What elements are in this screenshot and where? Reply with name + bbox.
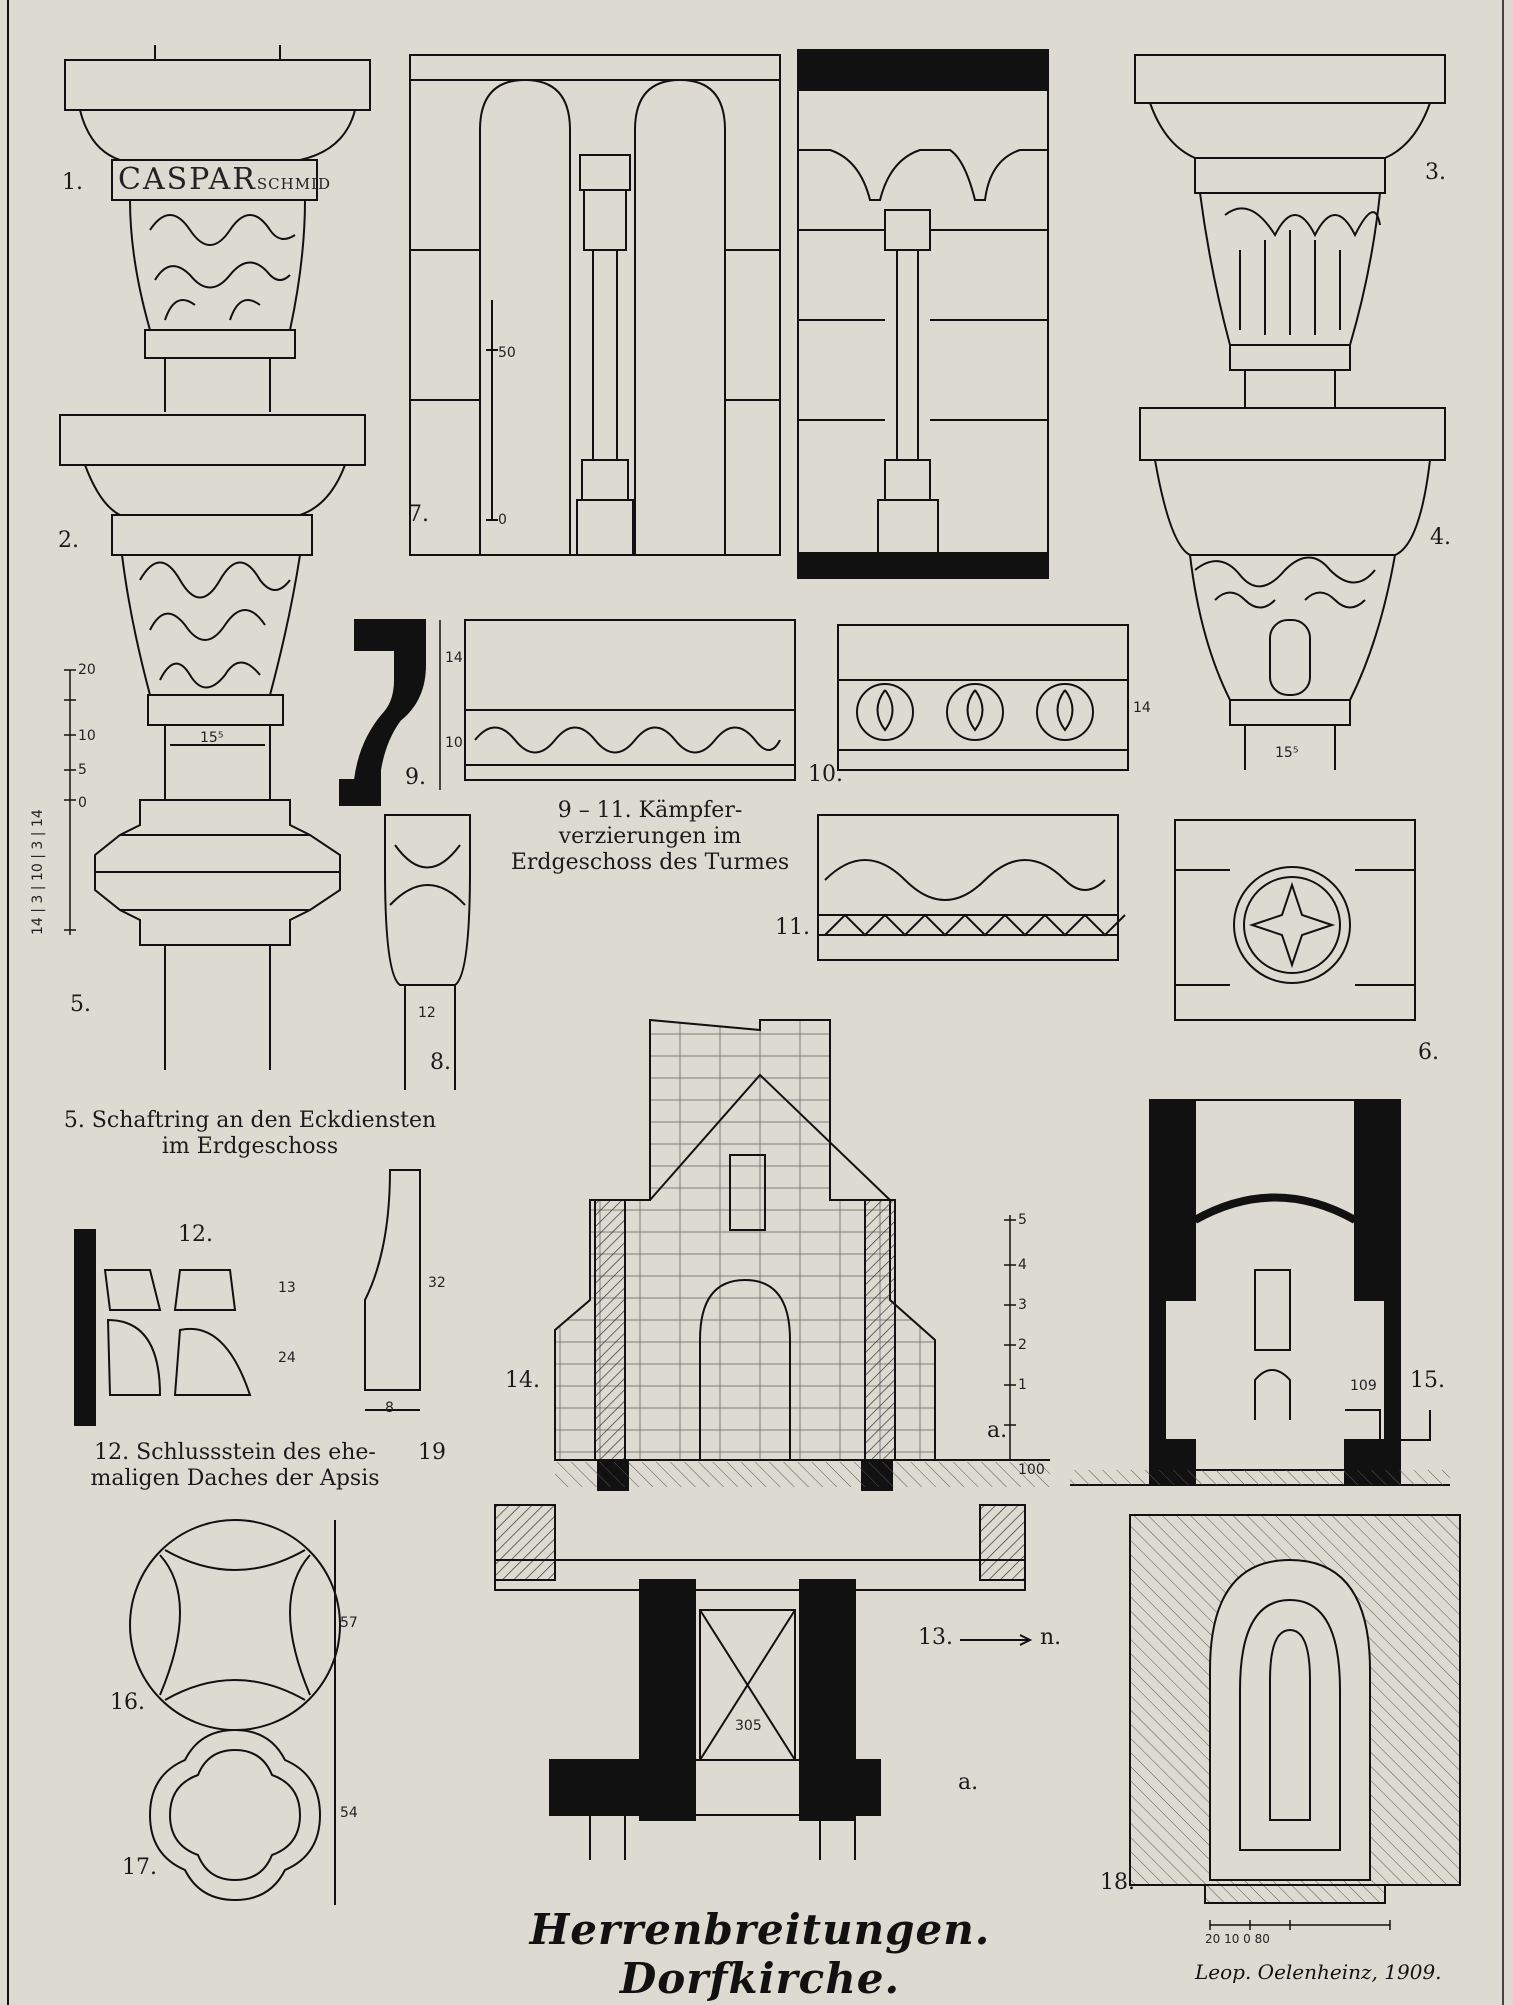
dim-fig10: 14 <box>1133 700 1151 716</box>
caption-fig9-11: 9 – 11. Kämpfer- verzierungen im Erdgesc… <box>500 798 800 876</box>
scale-fig14 <box>1004 1215 1016 1460</box>
figure-number-4: 4. <box>1430 525 1451 550</box>
scale-fig5-0: 0 <box>78 795 87 811</box>
dim-fig8: 12 <box>418 1005 436 1021</box>
scale-fig5-20: 20 <box>78 662 96 678</box>
figure-number-18: 18. <box>1100 1870 1135 1895</box>
caption-fig5-line1: 5. Schaftring an den Eckdiensten <box>63 1108 437 1133</box>
dim-fig13: 305 <box>735 1718 762 1734</box>
scale-fig7-bottom: 0 <box>498 512 507 528</box>
figure-number-11: 11. <box>775 915 810 940</box>
rosette-fig6 <box>1174 819 1416 1021</box>
caption-fig5-line2: im Erdgeschoss <box>161 1134 339 1159</box>
figure-number-3: 3. <box>1425 160 1446 185</box>
dim-fig12a: 13 <box>278 1280 296 1296</box>
capital-fig3 <box>1134 54 1446 408</box>
dim-fig9a: 14 <box>445 650 463 666</box>
frieze-fig10 <box>837 624 1129 771</box>
scale-fig14-3: 3 <box>1018 1297 1027 1313</box>
scale-fig7-top: 50 <box>498 345 516 361</box>
elevation-fig14 <box>554 1018 1050 1491</box>
capital-fig2 <box>59 414 366 1070</box>
scale-fig5-5: 5 <box>78 762 87 778</box>
figure-number-5: 5. <box>70 992 91 1017</box>
pillar-fig8 <box>384 814 471 1090</box>
dim-fig16: 57 <box>340 1615 358 1631</box>
caption-fig9-11-line2: verzierungen im <box>558 824 742 849</box>
label-a-fig14: a. <box>987 1418 1008 1443</box>
keystone-fig17 <box>148 1728 336 1905</box>
frieze-fig11 <box>817 814 1126 961</box>
scale-fig14-1: 1 <box>1018 1377 1027 1393</box>
caption-fig12-line2: maligen Daches der Apsis <box>90 1466 380 1491</box>
scale-fig14-100: 100 <box>1018 1462 1045 1478</box>
scale-fig14-5: 5 <box>1018 1212 1027 1228</box>
keystone-fig12 <box>74 1229 252 1426</box>
dim-fig17: 54 <box>340 1805 358 1821</box>
figure-number-9: 9. <box>405 765 426 790</box>
figure-number-1: 1. <box>62 170 83 195</box>
scale-fig5-10: 10 <box>78 728 96 744</box>
scale-fig14-2: 2 <box>1018 1337 1027 1353</box>
plate-title: Herrenbreitungen. Dorfkirche. <box>529 1905 991 2003</box>
figure-number-10: 10. <box>808 762 843 787</box>
figure-number-19: 19 <box>418 1440 446 1465</box>
dim-fig4: 15⁵ <box>1275 745 1299 761</box>
frieze-fig9 <box>464 619 796 781</box>
caption-fig12-line1: 12. Schlussstein des ehe- <box>94 1440 376 1465</box>
figure-number-6: 6. <box>1418 1040 1439 1065</box>
figure-number-13: 13. <box>918 1625 953 1650</box>
dim-fig15: 109 <box>1350 1378 1377 1394</box>
label-a-fig13: a. <box>958 1770 979 1795</box>
artist-signature: Leop. Oelenheinz, 1909. <box>1195 1960 1442 1984</box>
caption-fig12: 12. Schlussstein des ehe- maligen Daches… <box>80 1440 390 1492</box>
figure-number-17: 17. <box>122 1855 157 1880</box>
capital-inscription: CASPARSCHMID <box>118 162 331 197</box>
profile-fig19 <box>364 1169 421 1411</box>
inscription-main: CASPAR <box>118 162 257 197</box>
figure-number-14: 14. <box>505 1368 540 1393</box>
caption-fig5: 5. Schaftring an den Eckdiensten im Erdg… <box>50 1108 450 1160</box>
section-fig15 <box>1070 1099 1450 1486</box>
keystone-fig16 <box>129 1519 341 1731</box>
dim-fig19b: 8 <box>385 1400 394 1416</box>
profile-fig9 <box>339 619 441 806</box>
figure-number-8: 8. <box>430 1050 451 1075</box>
figure-number-16: 16. <box>110 1690 145 1715</box>
capital-fig4 <box>1139 407 1446 770</box>
scale-fig18 <box>1209 1920 1391 1930</box>
scale-fig5-chain: 14 | 3 | 10 | 3 | 14 <box>30 809 46 935</box>
figure-number-2: 2. <box>58 528 79 553</box>
dim-fig12b: 24 <box>278 1350 296 1366</box>
scale-fig5 <box>64 669 76 935</box>
plan-fig13 <box>494 1504 1033 1860</box>
arcade-fig7b <box>797 49 1049 579</box>
dim-fig9b: 10 <box>445 735 463 751</box>
figure-number-15: 15. <box>1410 1368 1445 1393</box>
inscription-small: SCHMID <box>256 175 332 193</box>
caption-fig9-11-line1: 9 – 11. Kämpfer- <box>557 798 743 823</box>
dim-fig19a: 32 <box>428 1275 446 1291</box>
caption-fig9-11-line3: Erdgeschoss des Turmes <box>510 850 790 875</box>
figure-number-7: 7. <box>408 502 429 527</box>
label-north: n. <box>1040 1625 1062 1650</box>
capital-fig1 <box>64 45 371 412</box>
dim-fig2: 15⁵ <box>200 730 224 746</box>
arcade-fig7 <box>409 54 781 556</box>
figure-number-12: 12. <box>178 1222 213 1247</box>
scale-fig18-labels: 20 10 0 80 <box>1205 1932 1270 1946</box>
window-fig18 <box>1129 1514 1461 1904</box>
scale-fig14-4: 4 <box>1018 1257 1027 1273</box>
